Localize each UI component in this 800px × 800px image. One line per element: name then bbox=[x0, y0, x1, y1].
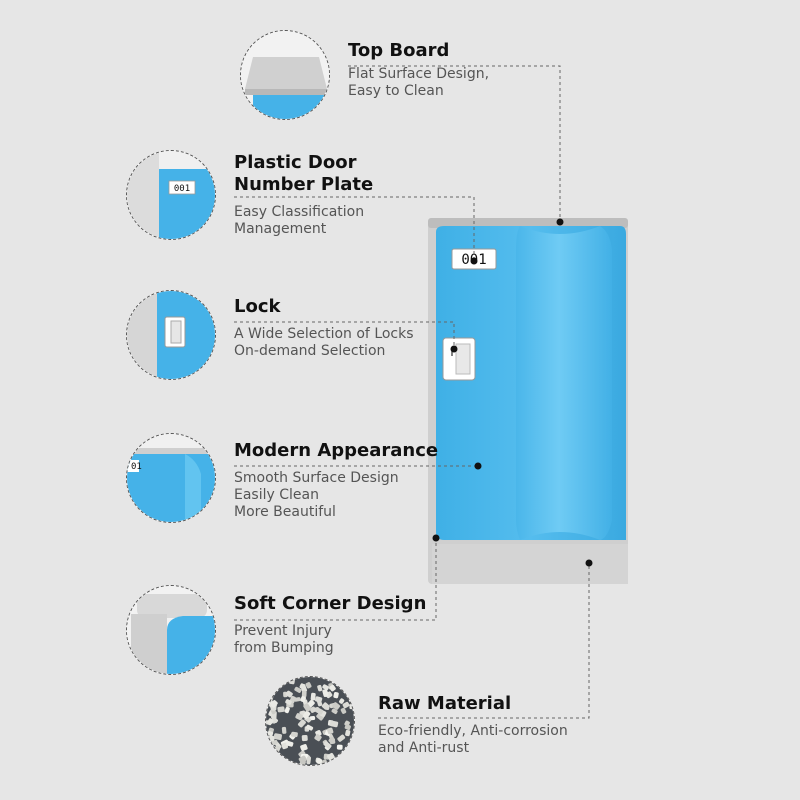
lock-detail bbox=[126, 290, 216, 380]
feature-top-board: Top Board Flat Surface Design, Easy to C… bbox=[348, 40, 489, 100]
feature-desc: Flat Surface Design, Easy to Clean bbox=[348, 66, 490, 99]
pellet bbox=[271, 716, 278, 723]
pellet bbox=[300, 684, 308, 693]
door-raised-panel bbox=[516, 226, 612, 540]
pellet bbox=[271, 739, 278, 746]
feature-title: Plastic Door Number Plate bbox=[234, 152, 374, 195]
connector-dots bbox=[432, 218, 593, 567]
pellet bbox=[316, 699, 323, 707]
svg-text:01: 01 bbox=[131, 462, 142, 472]
pellet bbox=[323, 741, 332, 749]
feature-lock: Lock A Wide Selection of Locks On-demand… bbox=[234, 296, 414, 360]
pellet bbox=[301, 734, 308, 742]
locker-base bbox=[432, 544, 628, 584]
pellet bbox=[306, 756, 312, 765]
pellet bbox=[295, 713, 304, 721]
pellet bbox=[310, 692, 316, 701]
pellet bbox=[285, 699, 292, 705]
pellet bbox=[333, 691, 339, 699]
pellet bbox=[291, 731, 298, 738]
pellet bbox=[324, 704, 330, 710]
svg-text:001: 001 bbox=[174, 184, 190, 194]
feature-desc: Smooth Surface Design Easily Clean More … bbox=[234, 470, 399, 520]
feature-desc: Prevent Injury from Bumping bbox=[234, 623, 334, 656]
pellet bbox=[344, 724, 351, 731]
soft-corner-detail bbox=[126, 585, 216, 675]
pellet bbox=[329, 738, 336, 745]
pellet bbox=[286, 740, 294, 747]
pellet bbox=[332, 702, 341, 710]
pellet bbox=[339, 698, 345, 704]
pellet bbox=[285, 690, 293, 698]
pellet bbox=[329, 720, 339, 728]
pellet bbox=[270, 700, 278, 708]
top-board-detail bbox=[240, 30, 330, 120]
feature-raw-material: Raw Material Eco-friendly, Anti-corrosio… bbox=[378, 693, 568, 757]
pellet bbox=[337, 734, 346, 742]
pellet bbox=[342, 701, 350, 709]
pellet bbox=[331, 708, 338, 715]
pellet bbox=[273, 733, 283, 741]
feature-desc: Easy Classification Management bbox=[234, 204, 365, 237]
pellet bbox=[302, 710, 311, 719]
feature-desc: A Wide Selection of Locks On-demand Sele… bbox=[234, 326, 414, 359]
top-board bbox=[428, 218, 628, 228]
pellet bbox=[267, 718, 274, 725]
pellet bbox=[345, 729, 351, 737]
feature-title: Modern Appearance bbox=[234, 440, 439, 461]
pellet bbox=[284, 706, 290, 714]
pellet bbox=[316, 712, 325, 721]
pellet bbox=[289, 678, 295, 685]
raw-material-detail bbox=[265, 676, 355, 766]
pellet bbox=[314, 734, 322, 742]
pellet bbox=[294, 686, 302, 693]
pellet bbox=[267, 731, 274, 737]
pellet bbox=[300, 696, 306, 703]
feature-modern-appearance: Modern Appearance Smooth Surface Design … bbox=[234, 440, 438, 521]
pellet bbox=[297, 719, 306, 728]
pellet bbox=[327, 727, 334, 735]
pellet bbox=[322, 689, 329, 698]
pellet bbox=[322, 684, 330, 691]
feature-title: Top Board bbox=[348, 40, 450, 61]
pellet bbox=[329, 684, 336, 692]
feature-desc: Eco-friendly, Anti-corrosion and Anti-ru… bbox=[378, 723, 568, 756]
feature-title: Raw Material bbox=[378, 693, 512, 714]
pellet bbox=[306, 724, 314, 731]
locker-cabinet: 001 bbox=[428, 218, 628, 584]
pellet bbox=[336, 744, 343, 750]
pellet bbox=[316, 758, 323, 765]
pellet bbox=[305, 682, 312, 689]
pellet bbox=[317, 684, 323, 692]
pellet bbox=[309, 715, 316, 721]
feature-title: Lock bbox=[234, 296, 281, 317]
feature-soft-corner: Soft Corner Design Prevent Injury from B… bbox=[234, 593, 426, 657]
pellet bbox=[293, 697, 301, 702]
pellet bbox=[303, 703, 312, 712]
pellet bbox=[281, 726, 287, 734]
feature-title: Soft Corner Design bbox=[234, 593, 427, 614]
pellet bbox=[301, 690, 307, 698]
feature-number-plate: Plastic Door Number Plate Easy Classific… bbox=[234, 152, 373, 238]
pellet bbox=[301, 758, 307, 765]
pellet bbox=[315, 707, 324, 715]
number-plate-detail: 001 bbox=[126, 150, 216, 240]
pellet bbox=[300, 744, 308, 752]
pellet bbox=[277, 706, 285, 713]
appearance-detail: 01 bbox=[126, 433, 216, 523]
pellet bbox=[268, 735, 275, 742]
pellet bbox=[340, 707, 347, 714]
pellet bbox=[327, 752, 335, 761]
connector-lines bbox=[234, 65, 590, 719]
